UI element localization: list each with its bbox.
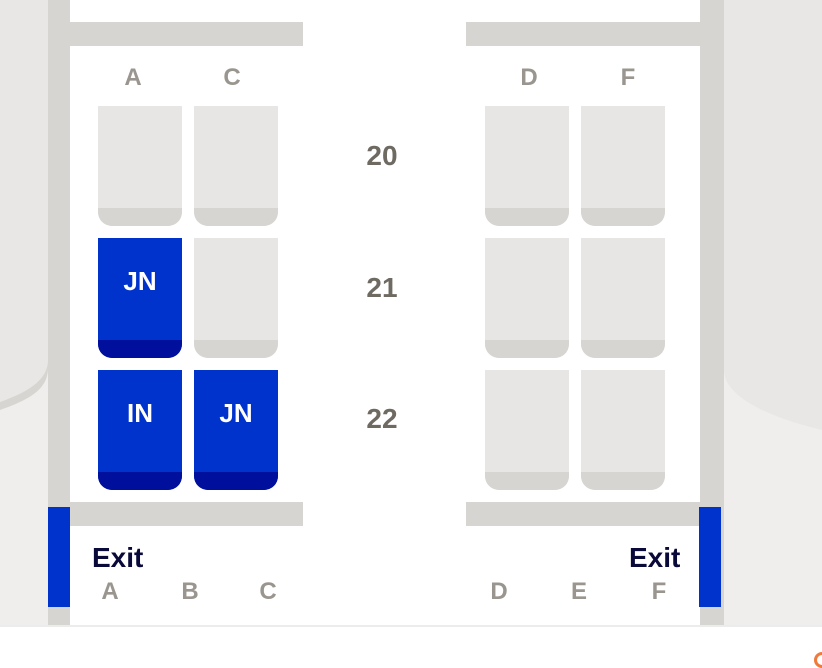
seat-22a[interactable]: IN (98, 370, 182, 490)
seat-22c[interactable]: JN (194, 370, 278, 490)
row-number-22: 22 (366, 403, 398, 434)
column-label-f-bottom: F (651, 578, 667, 605)
seat-22f[interactable] (581, 370, 665, 490)
seat-cushion (194, 208, 278, 226)
seat-20c[interactable] (194, 106, 278, 226)
panel-bottom-divider (0, 625, 822, 627)
seat-20a[interactable] (98, 106, 182, 226)
seat-22d[interactable] (485, 370, 569, 490)
seat-cushion (485, 208, 569, 226)
column-label-e-bottom: E (570, 578, 587, 605)
seat-21c[interactable] (194, 238, 278, 358)
exit-label-left: Exit (92, 542, 144, 573)
seat-occupant-initials: JN (219, 398, 253, 428)
fuselage-left-outside (0, 0, 70, 625)
row-number-21: 21 (366, 272, 398, 303)
column-label-d: D (520, 64, 538, 91)
column-label-c: C (223, 64, 241, 91)
partial-orange-icon (814, 652, 822, 668)
seat-cushion (194, 340, 278, 358)
column-label-a-bottom: A (101, 578, 119, 605)
seat-occupant-initials: JN (123, 266, 157, 296)
exit-door-left-marker (48, 507, 70, 607)
seat-cushion (98, 208, 182, 226)
seat-cushion (485, 340, 569, 358)
partition-top-left (70, 22, 303, 46)
seat-cushion (581, 208, 665, 226)
partition-bottom-right (466, 502, 700, 526)
column-label-c-bottom: C (259, 578, 277, 605)
seat-cushion (581, 340, 665, 358)
seat-cushion (485, 472, 569, 490)
seat-21f[interactable] (581, 238, 665, 358)
column-label-a: A (124, 64, 142, 91)
seat-20f[interactable] (581, 106, 665, 226)
seat-cushion (581, 472, 665, 490)
column-label-f: F (620, 64, 636, 91)
column-label-b-bottom: B (181, 578, 199, 605)
column-label-d-bottom: D (490, 578, 508, 605)
seat-21a[interactable]: JN (98, 238, 182, 358)
seat-20d[interactable] (485, 106, 569, 226)
seat-occupant-initials: IN (127, 398, 153, 428)
exit-label-right: Exit (629, 542, 681, 573)
exit-door-right-marker (699, 507, 721, 607)
seat-cushion (98, 340, 182, 358)
seat-21d[interactable] (485, 238, 569, 358)
row-number-20: 20 (366, 140, 398, 171)
partition-top-right (466, 22, 700, 46)
partition-bottom-left (70, 502, 303, 526)
seat-cushion (194, 472, 278, 490)
seat-cushion (98, 472, 182, 490)
